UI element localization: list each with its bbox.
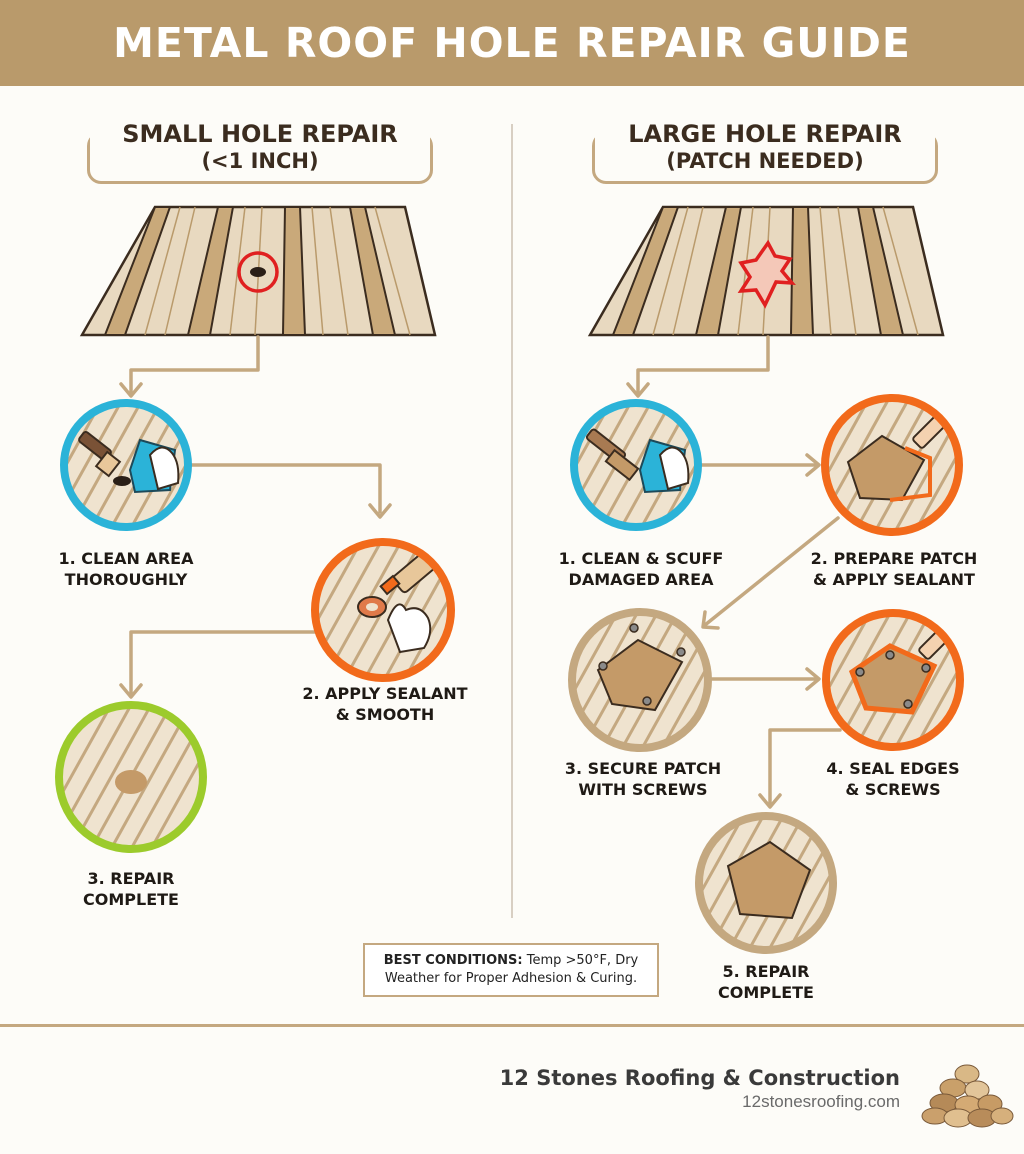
roof-panel-small-hole xyxy=(79,205,437,337)
note-label: BEST CONDITIONS: xyxy=(383,953,523,968)
roof-panel-large-hole xyxy=(587,205,945,337)
sealed-dot-icon xyxy=(115,770,147,794)
large-step-4-label: 4. SEAL EDGES& SCREWS xyxy=(826,759,960,799)
footer-divider xyxy=(0,1024,1024,1027)
patch-sealant-icon xyxy=(846,415,946,502)
small-step-2-label: 2. APPLY SEALANT& SMOOTH xyxy=(302,684,468,724)
stones-logo xyxy=(921,1064,1014,1128)
small-hole-subtitle: (<1 INCH) xyxy=(201,148,319,173)
hole-marker-small xyxy=(237,251,279,293)
wire-brush-icon xyxy=(585,428,690,494)
finished-patch-icon xyxy=(726,840,812,920)
large-hole-title: LARGE HOLE REPAIR xyxy=(595,120,935,149)
clean-area-icon xyxy=(78,431,180,494)
sealant-tube-icon xyxy=(357,546,442,654)
brand-block: 12 Stones Roofing & Construction 12stone… xyxy=(420,1066,900,1112)
large-hole-subtitle: (PATCH NEEDED) xyxy=(666,148,864,173)
header-banner: METAL ROOF HOLE REPAIR GUIDE xyxy=(0,0,1024,86)
patch-screws-icon xyxy=(596,623,686,712)
small-hole-title: SMALL HOLE REPAIR xyxy=(90,120,430,149)
page-title: METAL ROOF HOLE REPAIR GUIDE xyxy=(113,19,911,67)
column-divider xyxy=(511,124,513,918)
step-circle-rings xyxy=(55,394,964,954)
note-text: Temp >50°F, Dry Weather for Proper Adhes… xyxy=(384,953,639,986)
large-step-2-label: 2. PREPARE PATCH& APPLY SEALANT xyxy=(810,549,978,589)
flow-arrows xyxy=(119,335,842,809)
brand-name: 12 Stones Roofing & Construction xyxy=(499,1066,900,1090)
small-hole-title-box: SMALL HOLE REPAIR (<1 INCH) xyxy=(87,120,433,184)
brand-url: 12stonesroofing.com xyxy=(742,1092,900,1111)
large-hole-title-box: LARGE HOLE REPAIR (PATCH NEEDED) xyxy=(592,120,938,184)
best-conditions-note: BEST CONDITIONS: Temp >50°F, Dry Weather… xyxy=(363,943,659,997)
hole-marker-large xyxy=(737,239,796,309)
